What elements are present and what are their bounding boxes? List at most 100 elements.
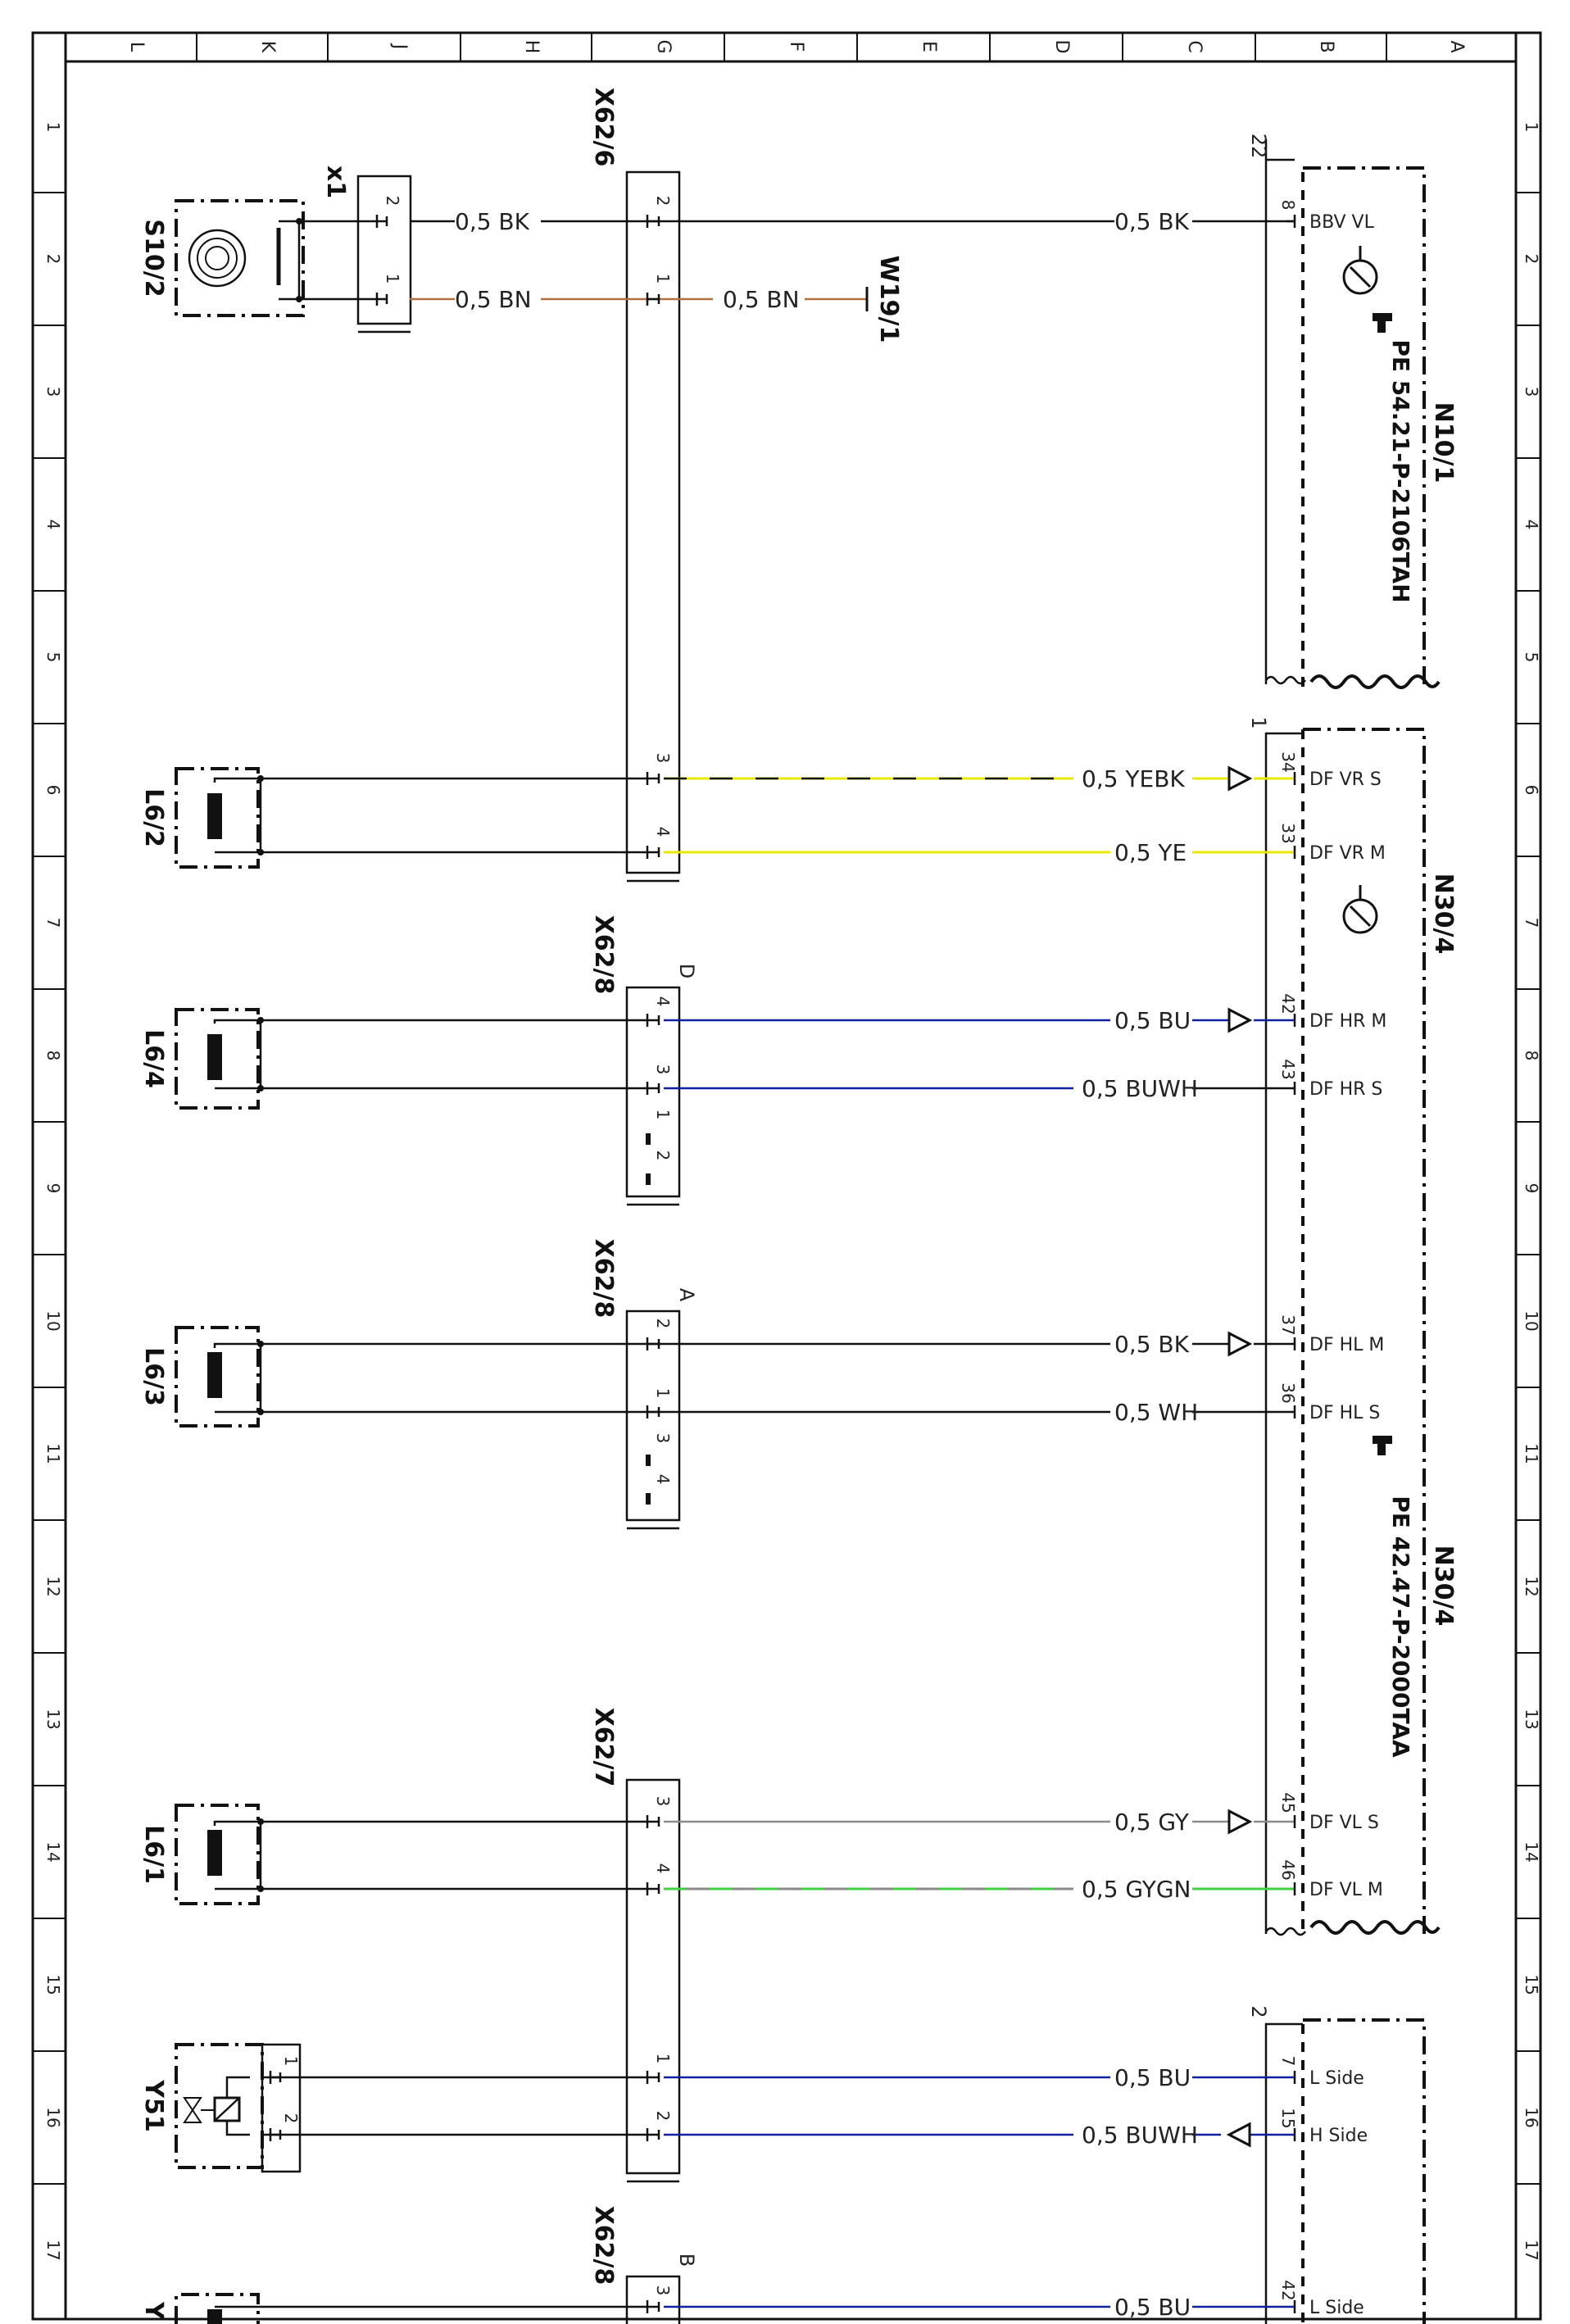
pin-number: 43	[1278, 1059, 1298, 1079]
row-label: 4	[43, 520, 63, 530]
row-label: 3	[43, 387, 63, 397]
row-label: 5	[43, 652, 63, 663]
connector-x62-8-d	[625, 986, 681, 1198]
connector-x62-8-b	[625, 2275, 681, 2324]
wires	[261, 220, 1295, 2308]
pin-number: 36	[1278, 1382, 1298, 1403]
connector-x62-6	[625, 170, 681, 874]
row-label: 15	[1522, 1974, 1541, 1995]
pin-number: 3	[653, 753, 673, 764]
module-wavy-ends	[1309, 674, 1441, 1935]
col-label: L	[126, 42, 147, 52]
pin-number: 46	[1278, 1859, 1298, 1880]
row-label: 11	[1522, 1443, 1541, 1464]
signal-name: BBV VL	[1309, 212, 1375, 233]
connector-blocks	[261, 170, 681, 2324]
pin-number: 3	[653, 1433, 673, 1444]
row-label: 14	[43, 1841, 63, 1862]
pin-number: 3	[653, 1064, 673, 1075]
sensor-l6-1	[175, 1804, 264, 1905]
label-x62-8-b: X62/8	[589, 2206, 618, 2285]
row-label: 12	[43, 1576, 63, 1596]
pin-number: 8	[1278, 200, 1298, 211]
ref-pe-42-47: PE 42.47-P-2000TAA	[1387, 1496, 1414, 1758]
label-l6-4: L6/4	[139, 1029, 168, 1088]
wire-label: 0,5 GYGN	[1082, 1876, 1191, 1903]
wire-label: 0,5 BU	[1114, 2064, 1191, 2091]
module-housings	[1264, 139, 1306, 2324]
row-label: 16	[1522, 2107, 1541, 2127]
frame-column-labels: L K J H G F E D C B A	[126, 39, 1467, 53]
sensor-l6-3	[175, 1326, 264, 1428]
row-label: 4	[1522, 520, 1541, 530]
row-label: 2	[1522, 254, 1541, 265]
row-label: 17	[43, 2240, 63, 2260]
wire-label: 0,5 BU	[1114, 1007, 1191, 1034]
plug-2: 2	[1247, 2005, 1270, 2018]
label-y51: Y51	[139, 2079, 168, 2131]
col-label: H	[521, 40, 542, 54]
pin-number: 4	[653, 996, 673, 1007]
row-label: 9	[1522, 1183, 1541, 1194]
row-label: 14	[1522, 1841, 1541, 1862]
wire-label: 0,5 WH	[1114, 1399, 1198, 1426]
signal-name: H Side	[1309, 2126, 1368, 2146]
pin-number: 42	[1278, 993, 1298, 1014]
frame-col-ticks	[196, 33, 1387, 61]
row-label: 15	[43, 1974, 63, 1995]
pin-number: 3	[653, 2285, 673, 2296]
signal-name: DF VR M	[1309, 843, 1386, 864]
pin-number: 4	[653, 1863, 673, 1874]
signal-name: DF HL M	[1309, 1335, 1384, 1355]
wire-label: 0,5 BK	[1114, 208, 1190, 235]
col-label: A	[1446, 40, 1467, 52]
row-label: 12	[1522, 1576, 1541, 1596]
frame-row-ticks	[33, 192, 1541, 2185]
row-label: 6	[43, 785, 63, 796]
row-label: 17	[1522, 2240, 1541, 2260]
wire-label: 0,5 BN	[723, 286, 800, 313]
signal-name: DF VL S	[1309, 1813, 1379, 1833]
pin-number: 45	[1278, 1792, 1298, 1813]
row-label: 10	[43, 1310, 63, 1331]
pin-number: 2	[281, 2113, 301, 2124]
frame-row-labels-right: 1 2 3 4 5 6 7 8 9 10 11 12 13 14 15 16 1…	[1522, 122, 1541, 2261]
col-label: E	[919, 41, 939, 52]
connector-letter-b: B	[675, 2254, 698, 2267]
wire-label: 0,5 YEBK	[1082, 765, 1185, 792]
plug-1: 1	[1247, 716, 1270, 729]
pin-number: 2	[653, 196, 673, 207]
component-partial-bottom	[175, 2293, 261, 2324]
label-w19-1: W19/1	[874, 256, 903, 343]
wire-label: 0,5 BU	[1114, 2294, 1191, 2321]
signal-name: DF HR S	[1309, 1079, 1382, 1100]
pin-number: 37	[1278, 1314, 1298, 1335]
signal-name: L Side	[1309, 2298, 1364, 2318]
connector-x62-8-a	[625, 1310, 681, 1522]
pin-number: 2	[383, 196, 402, 207]
row-label: 2	[43, 254, 63, 265]
plug-22: 22	[1247, 134, 1270, 159]
row-label: 16	[43, 2107, 63, 2127]
col-label: G	[653, 39, 674, 53]
pin-number: 4	[653, 827, 673, 837]
label-x62-8-a: X62/8	[589, 1239, 618, 1319]
col-label: B	[1316, 40, 1336, 52]
label-x62-6: X62/6	[589, 88, 618, 167]
wire-label: 0,5 BUWH	[1082, 2122, 1198, 2149]
transistor-icon	[1342, 246, 1378, 934]
row-label: 1	[43, 122, 63, 133]
row-label: 3	[1522, 387, 1541, 397]
pin-number: 3	[653, 1796, 673, 1807]
module-dashed-borders	[1303, 166, 1426, 2324]
label-l6-2: L6/2	[139, 788, 168, 847]
connector-x62-7	[625, 1778, 681, 2175]
pin-number: 34	[1278, 751, 1298, 772]
switch-s10-2	[175, 199, 305, 317]
row-label: 6	[1522, 785, 1541, 796]
pin-number: 7	[1278, 2056, 1298, 2067]
wire-label: 0,5 BN	[455, 286, 532, 313]
pin-number: 1	[653, 2054, 673, 2064]
drawing-frame	[31, 31, 1542, 2321]
